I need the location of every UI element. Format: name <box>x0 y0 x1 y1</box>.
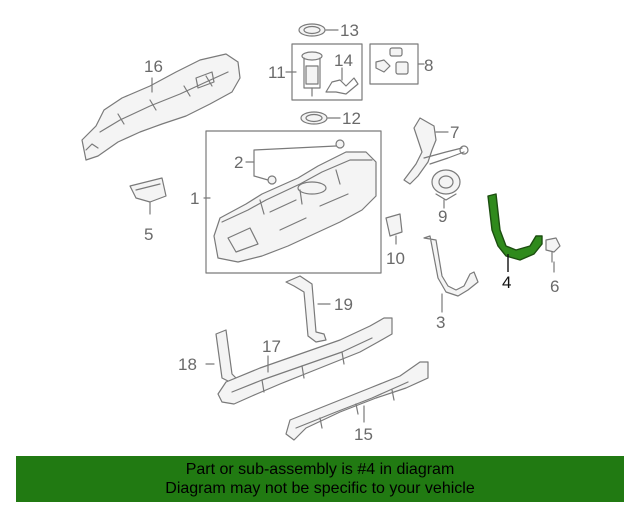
callout-1: 1 <box>190 189 200 208</box>
part-2-fasteners <box>253 139 345 185</box>
part-9-filler-housing <box>431 169 461 201</box>
part-1-fuel-tank <box>213 151 377 263</box>
part-13-lock-ring <box>298 23 326 37</box>
part-18-strap <box>215 329 237 383</box>
part-8-clips <box>375 47 409 75</box>
part-14-sender <box>325 77 359 95</box>
callout-17: 17 <box>262 337 281 356</box>
callout-12: 12 <box>342 109 361 128</box>
part-3-strap <box>423 235 479 297</box>
part-17-skid-plate <box>217 317 393 405</box>
callout-9: 9 <box>438 207 448 226</box>
part-1-box <box>205 130 382 274</box>
part-4-strap-highlighted[interactable] <box>487 193 543 261</box>
part-12-seal <box>300 111 328 125</box>
callout-7: 7 <box>450 123 460 142</box>
callout-15: 15 <box>354 425 373 444</box>
callout-13: 13 <box>340 21 359 40</box>
part-5-bracket <box>129 177 167 203</box>
callout-4: 4 <box>502 273 512 292</box>
part-10-clip <box>385 213 403 237</box>
part-6-bolt <box>545 237 561 263</box>
callout-5: 5 <box>144 225 154 244</box>
callout-16: 16 <box>144 57 163 76</box>
callout-18: 18 <box>178 355 197 374</box>
parts-diagram <box>81 23 561 441</box>
callout-19: 19 <box>334 295 353 314</box>
part-11-fuel-pump <box>301 51 323 97</box>
part-15-rail <box>285 361 429 441</box>
callout-6: 6 <box>550 277 560 296</box>
callout-14: 14 <box>334 51 353 70</box>
part-16-shield <box>81 53 241 161</box>
callout-2: 2 <box>234 153 244 172</box>
info-line-2: Diagram may not be specific to your vehi… <box>165 480 475 497</box>
part-7-filler-pipe <box>403 117 469 185</box>
callout-3: 3 <box>436 313 446 332</box>
callout-11: 11 <box>268 63 286 82</box>
info-banner: Part or sub-assembly is #4 in diagram Di… <box>16 456 624 502</box>
callout-8: 8 <box>424 56 434 75</box>
info-line-1: Part or sub-assembly is #4 in diagram <box>185 461 455 478</box>
callout-10: 10 <box>386 249 405 268</box>
part-19-strap <box>285 275 327 343</box>
